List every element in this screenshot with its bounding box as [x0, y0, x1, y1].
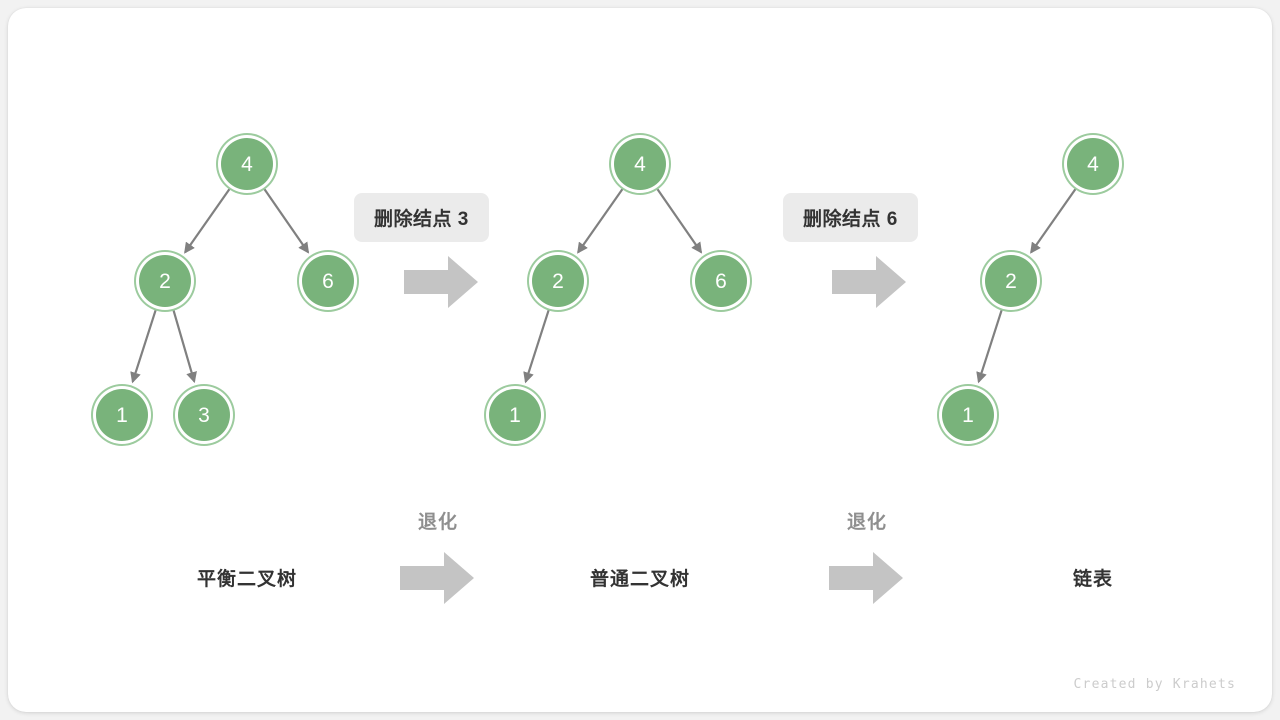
tree-node-linked-list-1: 1: [942, 389, 994, 441]
watermark-text: Created by Krahets: [1073, 677, 1236, 692]
tree-node-ordinary-1: 1: [489, 389, 541, 441]
operation-badge-t1: 删除结点 3: [354, 193, 489, 242]
tree-node-balanced-4: 4: [221, 138, 273, 190]
transition-arrow-top-t1: [404, 254, 478, 310]
tree-node-ordinary-2: 2: [532, 255, 584, 307]
operation-badge-t2: 删除结点 6: [783, 193, 918, 242]
tree-node-linked-list-4: 4: [1067, 138, 1119, 190]
stage-caption-ordinary: 普通二叉树: [589, 569, 691, 590]
stage-caption-balanced: 平衡二叉树: [196, 569, 298, 590]
transition-arrow-bottom-t2: [829, 550, 903, 606]
tree-node-ordinary-4: 4: [614, 138, 666, 190]
figure-card: [8, 8, 1272, 712]
tree-node-balanced-2: 2: [139, 255, 191, 307]
tree-node-linked-list-2: 2: [985, 255, 1037, 307]
transition-arrow-bottom-t1: [400, 550, 474, 606]
degenerate-label-t1: 退化: [417, 512, 459, 533]
tree-node-balanced-1: 1: [96, 389, 148, 441]
degenerate-label-t2: 退化: [846, 512, 888, 533]
tree-node-balanced-3: 3: [178, 389, 230, 441]
stage-caption-linked-list: 链表: [1072, 569, 1114, 590]
tree-node-ordinary-6: 6: [695, 255, 747, 307]
tree-node-balanced-6: 6: [302, 255, 354, 307]
transition-arrow-top-t2: [832, 254, 906, 310]
